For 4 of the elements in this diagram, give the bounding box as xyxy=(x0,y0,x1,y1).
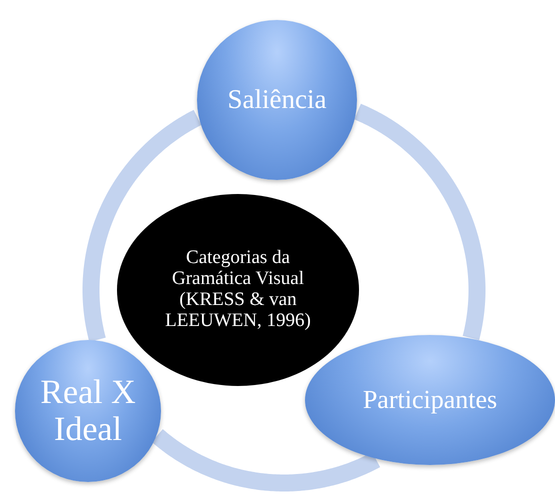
node-label: Saliência xyxy=(228,85,326,115)
node-label: Participantes xyxy=(362,386,498,414)
node-label: Categorias da Gramática Visual (KRESS & van LEEUWEN, 1996) xyxy=(164,248,312,332)
node-label: Real X Ideal xyxy=(39,374,137,448)
